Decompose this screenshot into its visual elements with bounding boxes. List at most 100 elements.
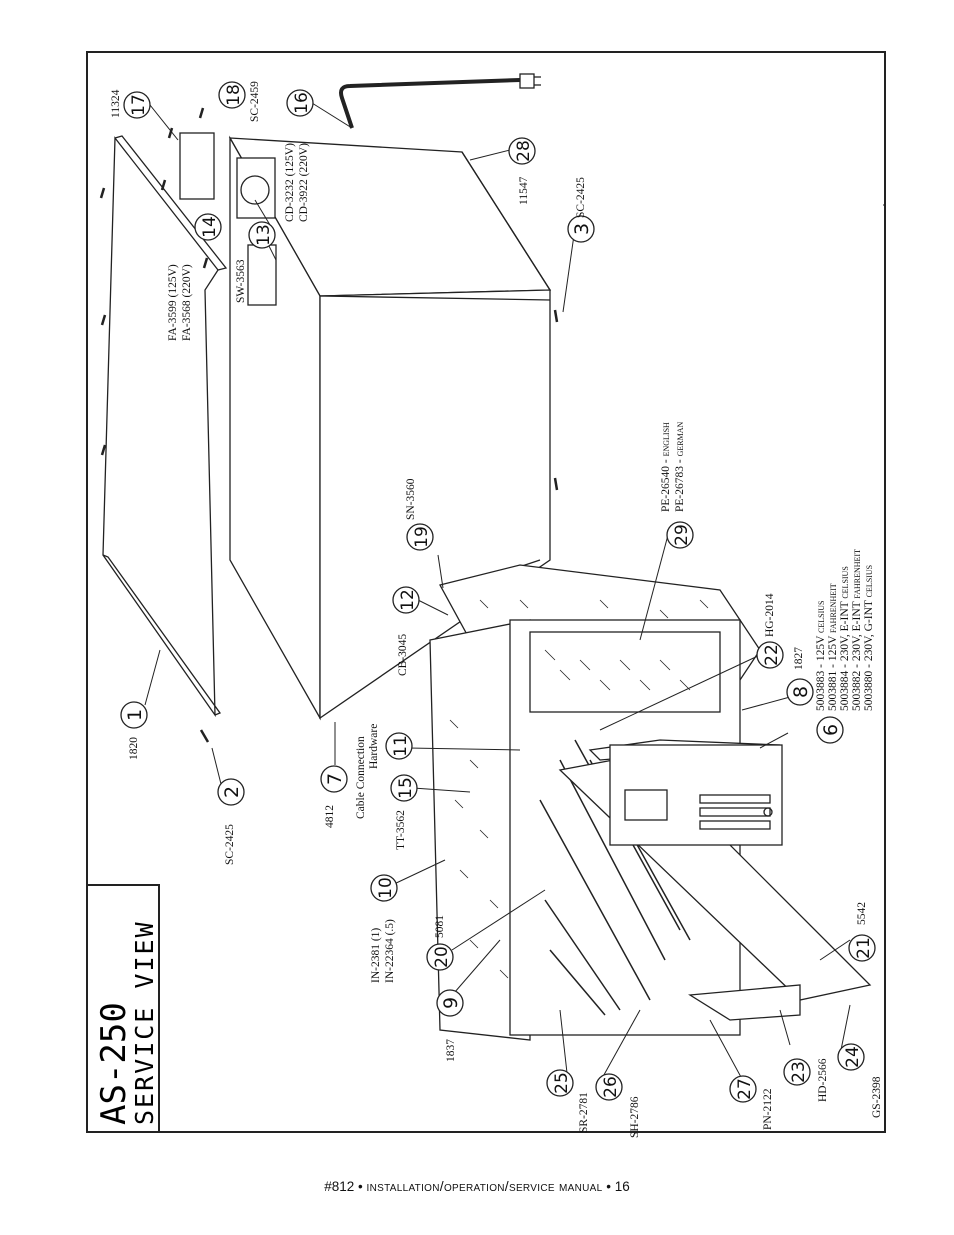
control-model-5003881: 5003881 - 125V fahrenheit [827, 583, 839, 711]
label-sn3560: SN-3560 [405, 478, 417, 520]
callout-3-circle [567, 215, 595, 243]
back-cover-plate [179, 132, 215, 200]
callout-27-circle [729, 1075, 757, 1103]
label-11547: 11547 [518, 176, 530, 205]
label-sc2425-left: SC-2425 [224, 824, 236, 865]
callout-15-circle [390, 774, 418, 802]
callout-8-circle [786, 678, 814, 706]
callout-19-circle [406, 523, 434, 551]
label-fa3599: FA-3599 (125V) [167, 264, 179, 341]
callout-3-number: 3 [571, 223, 593, 235]
label-hardware: Hardware [368, 724, 380, 769]
callout-25-circle [546, 1069, 574, 1097]
power-plug [519, 73, 535, 89]
leader-lines [144, 102, 851, 1091]
part-labels: 1820 SC-2425 SC-2425 4812 1827 1837 IN-2… [110, 81, 883, 1138]
label-1837: 1837 [445, 1039, 457, 1062]
label-fa3568: FA-3568 (220V) [181, 264, 193, 341]
footer-page-number: 16 [614, 1179, 630, 1194]
callout-19-number: 19 [412, 526, 432, 548]
callout-23-circle [783, 1058, 811, 1086]
callout-17-number: 17 [129, 94, 149, 116]
callout-12-number: 12 [398, 589, 418, 611]
label-cable-connection: Cable Connection [355, 736, 367, 819]
callout-7-circle [320, 765, 348, 793]
control-model-5003880: 5003880 - 230V, G-INT celsius [863, 565, 875, 711]
callout-25-number: 25 [552, 1072, 572, 1094]
footer-doc-number: #812 [324, 1179, 355, 1194]
switch-plate [247, 244, 277, 306]
callout-7-number: 7 [324, 773, 346, 785]
model-title: AS-250 [94, 1002, 134, 1125]
label-11324: 11324 [110, 89, 122, 118]
view-title: SERVICE VIEW [130, 920, 159, 1125]
page-footer: #812 • installation/operation/service ma… [0, 1178, 954, 1194]
callout-18-circle [218, 81, 246, 109]
callout-11-circle [385, 732, 413, 760]
callout-22-number: 22 [762, 644, 782, 666]
top-panel-screws [99, 107, 210, 743]
callout-24-number: 24 [843, 1046, 863, 1068]
callout-9-number: 9 [440, 997, 462, 1009]
label-5081: 5081 [434, 915, 446, 938]
label-in22364: IN-22364 (.5) [384, 919, 396, 983]
label-hg2014: HG-2014 [764, 593, 776, 637]
callout-27-number: 27 [735, 1078, 755, 1100]
callout-13-circle [248, 221, 276, 249]
label-sh2786: SH-2786 [629, 1096, 641, 1138]
callout-21-number: 21 [854, 937, 874, 959]
label-sc2459: SC-2459 [249, 81, 261, 122]
callout-16-circle [286, 89, 314, 117]
callout-26-circle [595, 1073, 623, 1101]
title-block [86, 884, 160, 1133]
callout-17-circle [123, 91, 151, 119]
footer-manual-title: installation/operation/service manual [366, 1178, 603, 1194]
callout-11-number: 11 [391, 735, 411, 757]
callout-6-number: 6 [820, 724, 842, 736]
callout-10-circle [370, 874, 398, 902]
label-pe26540: PE-26540 - english [660, 422, 672, 512]
label-1820: 1820 [128, 737, 140, 760]
label-1827: 1827 [793, 647, 805, 670]
callout-23-number: 23 [789, 1061, 809, 1083]
callout-12-circle [392, 586, 420, 614]
control-display [624, 789, 668, 821]
control-model-5003884: 5003884 - 230V, E-INT celsius [839, 566, 851, 711]
callout-28-circle [508, 137, 536, 165]
callout-markers [120, 81, 876, 1103]
cabinet-window [529, 631, 721, 713]
power-cord [339, 78, 521, 129]
label-cb3045: CB-3045 [397, 634, 409, 676]
callout-2-circle [217, 778, 245, 806]
callout-14-circle [194, 213, 222, 241]
callout-22-circle [756, 641, 784, 669]
label-sr2781: SR-2781 [578, 1092, 590, 1133]
callout-21-circle [848, 934, 876, 962]
footer-bullet-2: • [606, 1179, 611, 1194]
callout-29-number: 29 [672, 524, 692, 546]
label-in2381: IN-2381 (1) [370, 928, 382, 983]
callout-1-number: 1 [124, 709, 146, 721]
label-cd3232: CD-3232 (125V) [284, 143, 296, 222]
callout-20-circle [426, 943, 454, 971]
exploded-illustration [99, 73, 872, 1041]
callout-18-number: 18 [224, 84, 244, 106]
callout-28-number: 28 [514, 140, 534, 162]
label-cd3922: CD-3922 (220V) [298, 143, 310, 222]
label-pe26783: PE-26783 - german [674, 422, 686, 512]
callout-29-circle [666, 521, 694, 549]
label-hd2566: HD-2566 [817, 1058, 829, 1102]
control-model-list: 5003883 - 125V celsius 5003881 - 125V fa… [815, 549, 875, 711]
label-sc2425-right: SC-2425 [575, 177, 587, 218]
housing-front-face [319, 289, 551, 720]
callout-15-number: 15 [396, 777, 416, 799]
callout-10-number: 10 [376, 877, 396, 899]
top-panel [102, 136, 219, 718]
label-5542: 5542 [856, 902, 868, 925]
label-gs2398: GS-2398 [871, 1076, 883, 1118]
window-hatching [544, 649, 691, 691]
callout-2-number: 2 [221, 786, 243, 798]
callout-16-number: 16 [292, 92, 312, 114]
control-buttons [699, 794, 771, 830]
callout-24-circle [837, 1043, 865, 1071]
